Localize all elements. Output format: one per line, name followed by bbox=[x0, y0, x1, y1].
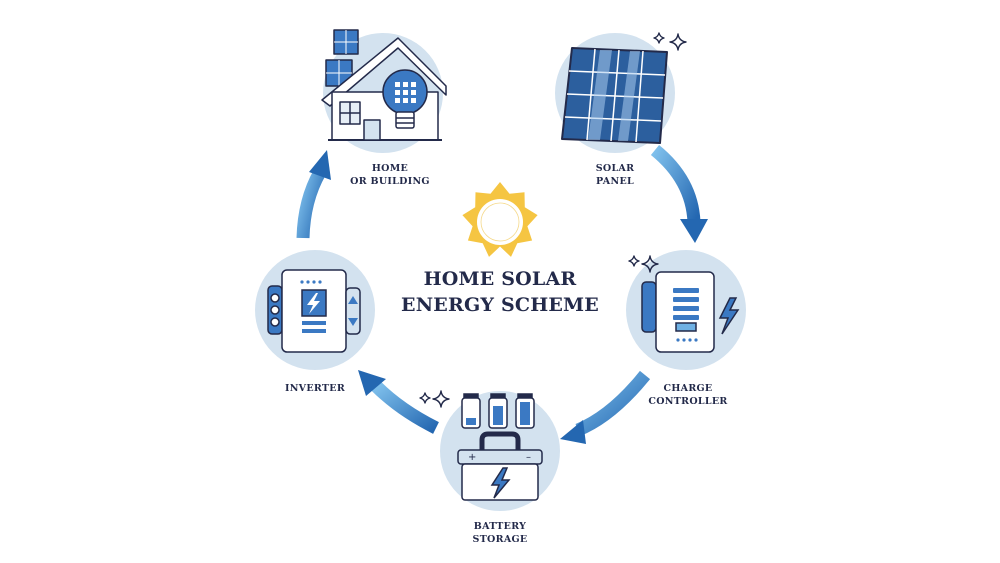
battery-icon: + – bbox=[457, 393, 543, 501]
sparkle-icon bbox=[419, 32, 687, 408]
arrow-controller-to-battery bbox=[560, 370, 651, 444]
battery-label-line-1: BATTERY bbox=[473, 521, 527, 532]
battery-label-line-2: STORAGE bbox=[472, 534, 528, 545]
svg-text:–: – bbox=[526, 452, 531, 463]
inverter-label: INVERTER bbox=[265, 382, 365, 395]
svg-text:+: + bbox=[468, 452, 476, 463]
house-with-bulb-icon bbox=[321, 29, 447, 141]
inverter-label-line-1: INVERTER bbox=[284, 383, 346, 394]
solar-panel-label-line-1: SOLAR bbox=[595, 163, 635, 174]
charge-controller-label-line-1: CHARGE bbox=[663, 383, 713, 394]
inverter-icon bbox=[267, 269, 361, 353]
battery-label: BATTERY STORAGE bbox=[450, 520, 550, 546]
solar-panel-label: SOLAR PANEL bbox=[565, 162, 665, 188]
arrow-inverter-to-home bbox=[296, 150, 331, 239]
lightning-icon bbox=[307, 293, 320, 314]
solar-panel-label-line-2: PANEL bbox=[596, 176, 634, 187]
solar-panel-icon bbox=[561, 47, 668, 144]
charge-controller-label-line-2: CONTROLLER bbox=[648, 396, 728, 407]
light-bulb-icon bbox=[382, 69, 428, 129]
charge-controller-icon bbox=[641, 271, 740, 353]
charge-level-cells bbox=[461, 393, 535, 429]
sun-icon bbox=[462, 182, 538, 257]
home-label: HOME OR BUILDING bbox=[340, 162, 440, 188]
roof-solar-panels bbox=[325, 29, 359, 87]
diagram-title-line-1: HOME SOLAR bbox=[423, 268, 577, 290]
lightning-icon bbox=[490, 467, 511, 499]
lightning-icon bbox=[718, 297, 740, 335]
charge-controller-label: CHARGE CONTROLLER bbox=[638, 382, 738, 408]
diagram-title-line-2: ENERGY SCHEME bbox=[401, 294, 599, 316]
home-label-line-2: OR BUILDING bbox=[350, 176, 430, 187]
home-label-line-1: HOME bbox=[371, 163, 409, 174]
arrow-battery-to-inverter bbox=[358, 370, 439, 434]
arrow-solar-to-controller bbox=[650, 144, 708, 243]
